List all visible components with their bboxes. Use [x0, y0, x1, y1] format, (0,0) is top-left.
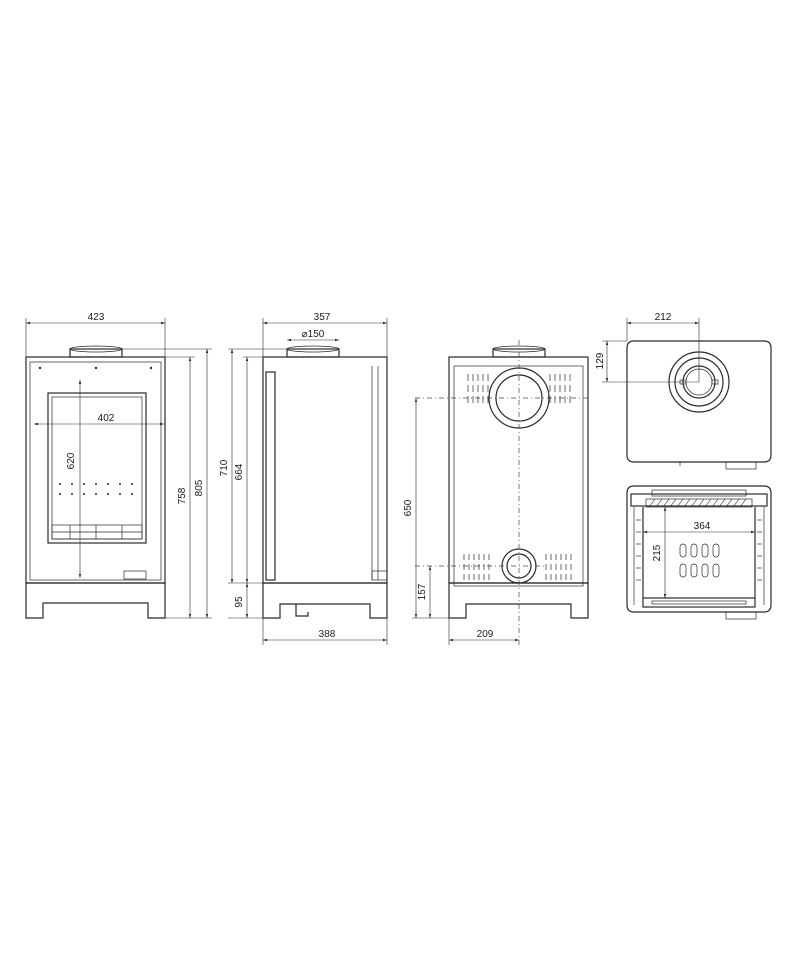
side-body-height-label: 664: [234, 463, 245, 480]
flue-offset-y-label: 129: [595, 352, 606, 369]
section-hatch: [648, 498, 747, 508]
rear-outlet-height-label: 650: [403, 499, 414, 516]
flue-diameter-label: ⌀150: [302, 329, 325, 340]
rear-view: 650 157 209: [403, 340, 590, 645]
flue-offset-x-label: 212: [655, 312, 672, 323]
top-view: 212 129: [595, 312, 772, 470]
side-base: [262, 582, 388, 619]
front-view: 423 402 620 758 805: [25, 312, 212, 619]
glass-height-label: 620: [66, 452, 77, 469]
front-width-label: 423: [88, 312, 105, 323]
front-body: [25, 356, 166, 584]
side-view: 357 ⌀150 710 664 95 388: [219, 312, 388, 645]
outlet-height-label: 710: [219, 459, 230, 476]
side-foot-bracket: [295, 604, 309, 617]
base-depth-label: 388: [319, 629, 336, 640]
side-body: [262, 356, 388, 584]
front-base: [25, 582, 166, 619]
rear-base: [448, 582, 589, 619]
glass-width-label: 402: [98, 413, 115, 424]
base-height-label: 95: [234, 596, 245, 608]
firebox-depth-label: 215: [652, 544, 663, 561]
front-body-inner: [29, 361, 162, 581]
top-outline: [626, 340, 772, 463]
firebox-width-label: 364: [694, 521, 711, 532]
air-inlet-height-label: 157: [417, 583, 428, 600]
section-grate-slots: [679, 543, 720, 578]
rear-vents-upper: [467, 374, 571, 403]
air-inlet-offset-label: 209: [477, 629, 494, 640]
body-height-label: 758: [177, 487, 188, 504]
front-grate: [51, 524, 143, 540]
side-depth-label: 357: [314, 312, 331, 323]
total-height-label: 805: [194, 479, 205, 496]
front-dot-grid: [59, 483, 133, 495]
section-view: 364 215: [626, 485, 772, 620]
section-side-dashes: [636, 519, 762, 581]
front-flue-collar: [69, 348, 123, 358]
side-flue-collar: [286, 348, 340, 358]
section-outline: [626, 485, 772, 613]
front-door-glass: [47, 392, 147, 544]
rear-vents-lower: [463, 554, 572, 580]
